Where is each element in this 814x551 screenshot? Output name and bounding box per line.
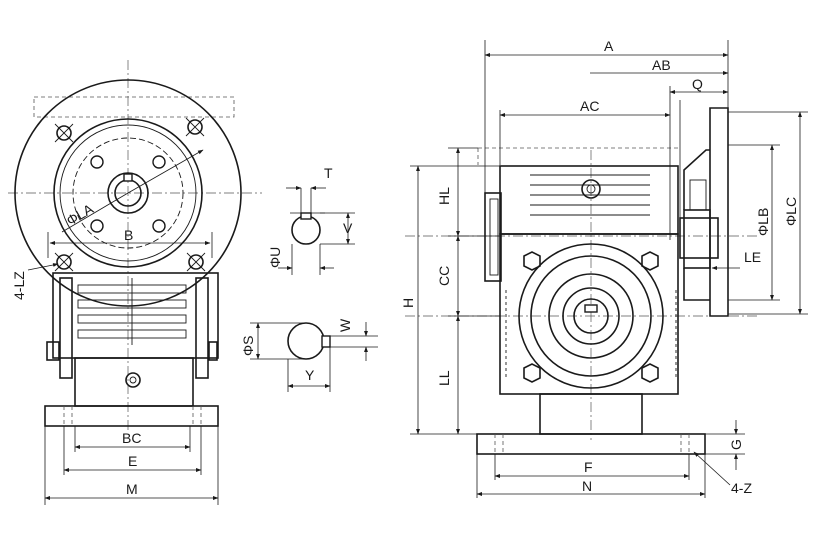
label-T: T (324, 165, 333, 181)
label-A: A (604, 38, 614, 54)
label-Q: Q (692, 76, 703, 92)
label-4-Z: 4-Z (731, 480, 752, 496)
label-BC: BC (122, 430, 141, 446)
side-view (405, 40, 808, 498)
label-HL: HL (436, 187, 452, 205)
boss-tr (185, 117, 205, 137)
label-LL: LL (436, 370, 452, 386)
label-LE: LE (744, 249, 761, 265)
boss-tl (54, 123, 74, 143)
label-AB: AB (652, 57, 671, 73)
label-phi-LC: ΦLC (783, 197, 799, 226)
label-phi-LB: ΦLB (755, 208, 771, 236)
label-E: E (128, 453, 137, 469)
label-AC: AC (580, 98, 599, 114)
label-V: V (343, 220, 353, 236)
shaft-key-details (250, 186, 378, 392)
label-N: N (582, 478, 592, 494)
label-F: F (584, 459, 593, 475)
label-4-LZ: 4-LZ (11, 271, 27, 300)
end-view (8, 60, 262, 505)
label-CC: CC (436, 266, 452, 286)
label-H: H (400, 298, 416, 308)
label-B: B (124, 227, 133, 243)
label-M: M (126, 481, 138, 497)
boss-br (186, 252, 206, 272)
boss-bl (54, 252, 74, 272)
label-Y: Y (305, 367, 315, 383)
label-phi-U: ΦU (267, 247, 283, 268)
label-G: G (728, 439, 744, 450)
label-W: W (337, 318, 353, 332)
label-phi-S: ΦS (240, 335, 256, 356)
dimension-labels: A AB Q AC HL CC LL H ΦLB ΦLC LE G F N 4-… (11, 38, 799, 497)
